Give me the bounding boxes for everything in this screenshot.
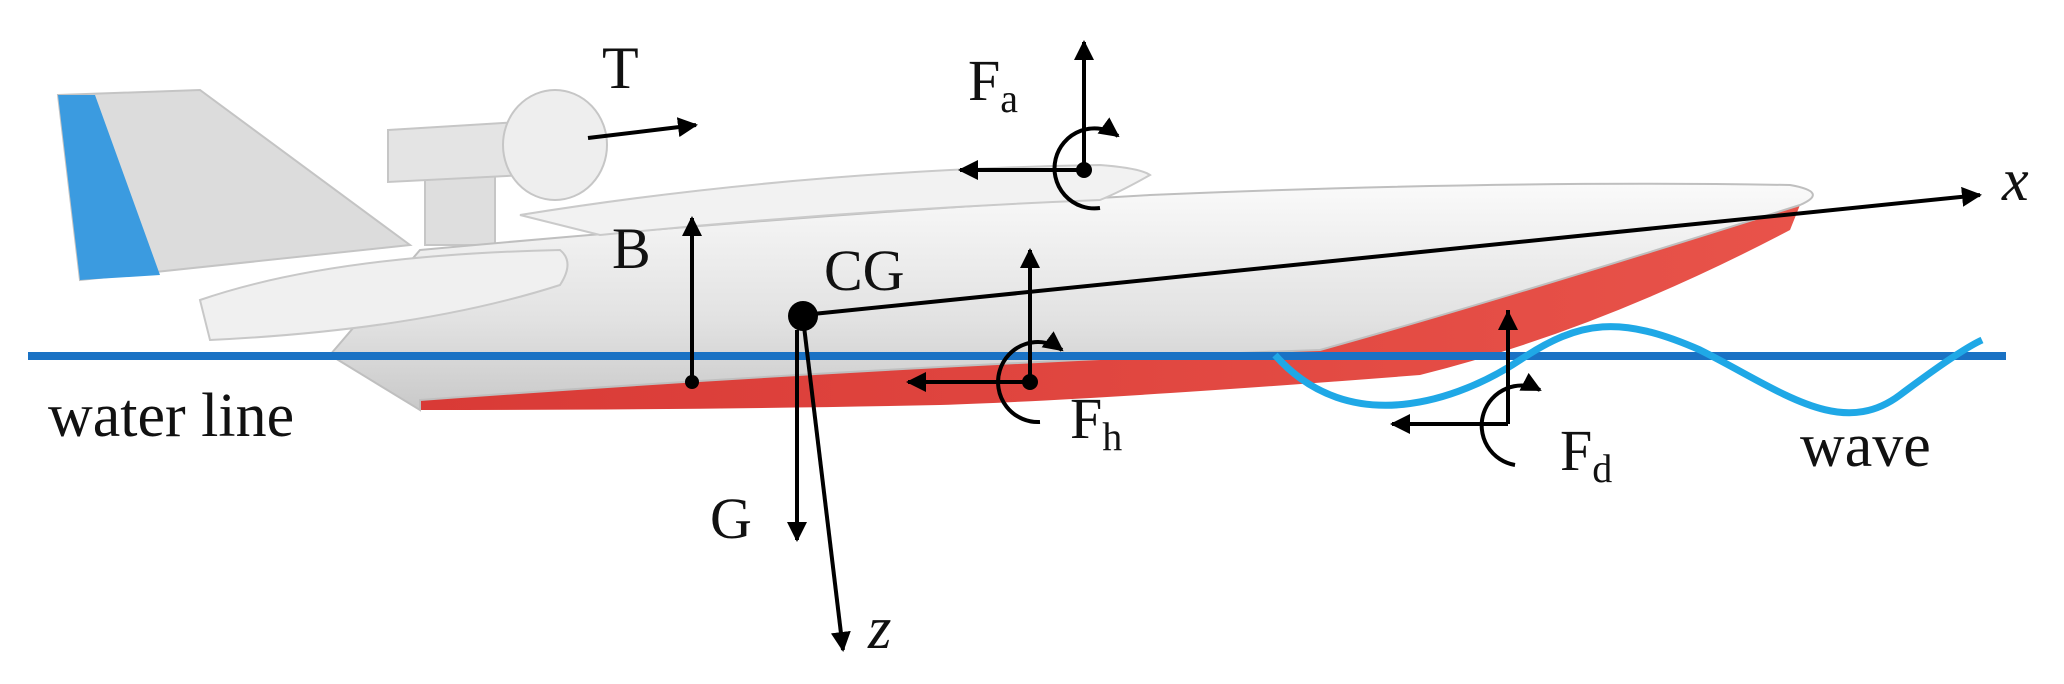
- hydro-force-symbol: F: [1070, 386, 1102, 451]
- tail-tip: [58, 95, 160, 280]
- buoyancy-label: B: [612, 216, 651, 281]
- upper-deck: [519, 163, 1152, 237]
- hydro-force-label: Fh: [1070, 386, 1122, 459]
- buoyancy-origin-dot: [685, 375, 699, 389]
- aero-force-group: [958, 40, 1120, 211]
- z-axis-arrow: [801, 317, 851, 652]
- x-axis-arrow: [802, 186, 1982, 317]
- wave-curve: [1272, 323, 1984, 417]
- gravity-label: G: [710, 486, 752, 551]
- aero-force-symbol: F: [968, 48, 1000, 113]
- cg-point: [788, 301, 818, 331]
- wave-force-symbol: F: [1560, 418, 1592, 483]
- cg-label: CG: [824, 238, 905, 303]
- hydro-moment-arrow: [996, 331, 1064, 425]
- hydro-point: [1022, 374, 1038, 390]
- vertical-tail: [56, 88, 413, 282]
- hydro-force-subscript: h: [1102, 414, 1122, 459]
- aero-point: [1076, 162, 1092, 178]
- wave-force-group: [1390, 310, 1542, 467]
- engine-intake: [502, 89, 608, 201]
- aero-force-subscript: a: [1000, 76, 1018, 121]
- x-axis-label: x: [2001, 147, 2029, 213]
- wave-moment-arrow: [1479, 372, 1542, 467]
- thrust-label: T: [602, 35, 639, 101]
- wave-force-label: Fd: [1560, 418, 1612, 491]
- hydro-force-group: [906, 248, 1064, 425]
- aero-moment-arrow: [1052, 117, 1120, 211]
- horizontal-stabilizer: [198, 248, 569, 342]
- thrust-arrow: [587, 117, 698, 140]
- water-line-label: water line: [48, 382, 294, 450]
- seaplane-model: [56, 88, 1814, 412]
- wave-label: wave: [1800, 412, 1931, 480]
- z-axis-label: z: [867, 595, 891, 661]
- aero-force-label: Fa: [968, 48, 1018, 121]
- wave-force-subscript: d: [1592, 446, 1612, 491]
